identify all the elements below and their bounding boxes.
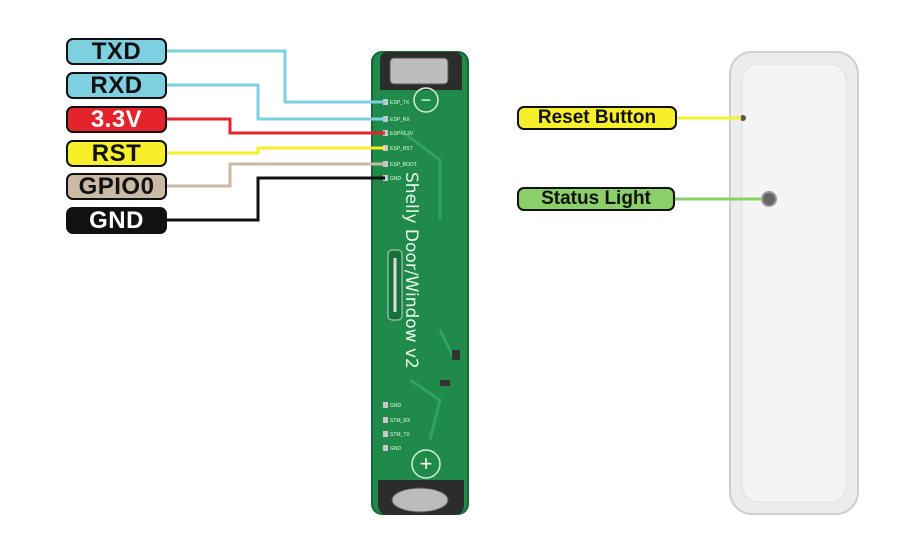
callout-reset-button: Reset Button: [517, 106, 677, 130]
bottom-battery-spring: [391, 487, 449, 513]
pad: [383, 145, 388, 151]
wire-rst: [167, 146, 385, 155]
callout-lines: [675, 116, 762, 201]
pin-label-rst: RST: [66, 140, 167, 167]
wires: [167, 49, 385, 222]
pin-label-rxd: RXD: [66, 72, 167, 99]
pin-label-gpio0: GPIO0: [66, 173, 167, 200]
pcb-title: Shelly Door/Window v2: [401, 172, 421, 369]
pad: [383, 130, 388, 136]
pcb-board: − + Shelly Door/Window v2 ESP_TXESP_RXES…: [371, 51, 469, 515]
pad-label: ESP+3.3V: [390, 131, 414, 137]
wire-txd: [167, 49, 385, 104]
wire-rxd: [167, 83, 385, 121]
smd-component: [440, 380, 450, 386]
wire-33v: [167, 117, 385, 135]
pad-label: GND: [390, 403, 402, 409]
pad: [383, 99, 388, 105]
wire-gnd: [167, 176, 385, 222]
callout-status-light: Status Light: [517, 187, 675, 211]
wire-gpio0: [167, 162, 385, 188]
pad-label: ESP_BOOT: [390, 162, 417, 168]
pad-label: ESP_RX: [390, 117, 410, 123]
pin-label-txd: TXD: [66, 38, 167, 65]
pad-label: STM_TX: [390, 432, 410, 438]
plus-terminal-circle: [411, 449, 441, 479]
status-light-led: [761, 191, 777, 207]
pad: [383, 161, 388, 167]
top-pads: ESP_TX ESP_RX ESP+3.3V ESP_RST ESP_BOOT GND: [383, 99, 417, 182]
pad-label: STM_RX: [390, 418, 411, 424]
pin-label-gnd: GND: [66, 207, 167, 234]
pad: [383, 116, 388, 122]
pad: [383, 175, 388, 181]
pad: [383, 445, 388, 451]
reset-button-hole[interactable]: [740, 115, 746, 121]
device-enclosure: [729, 51, 859, 515]
minus-terminal-circle: [413, 87, 439, 113]
pad-label: GND: [390, 176, 402, 182]
smd-component: [452, 350, 460, 360]
pad-label: ESP_RST: [390, 146, 413, 152]
minus-symbol: −: [421, 90, 432, 110]
pad: [383, 417, 388, 423]
top-battery-spring: [389, 57, 449, 85]
bottom-pads: GND STM_RX STM_TX GND: [383, 402, 411, 452]
pad-label: ESP_TX: [390, 100, 410, 106]
pad: [383, 402, 388, 408]
pad-label: GND: [390, 446, 402, 452]
pad: [383, 431, 388, 437]
pin-label-33v: 3.3V: [66, 106, 167, 133]
plus-symbol: +: [420, 451, 433, 476]
